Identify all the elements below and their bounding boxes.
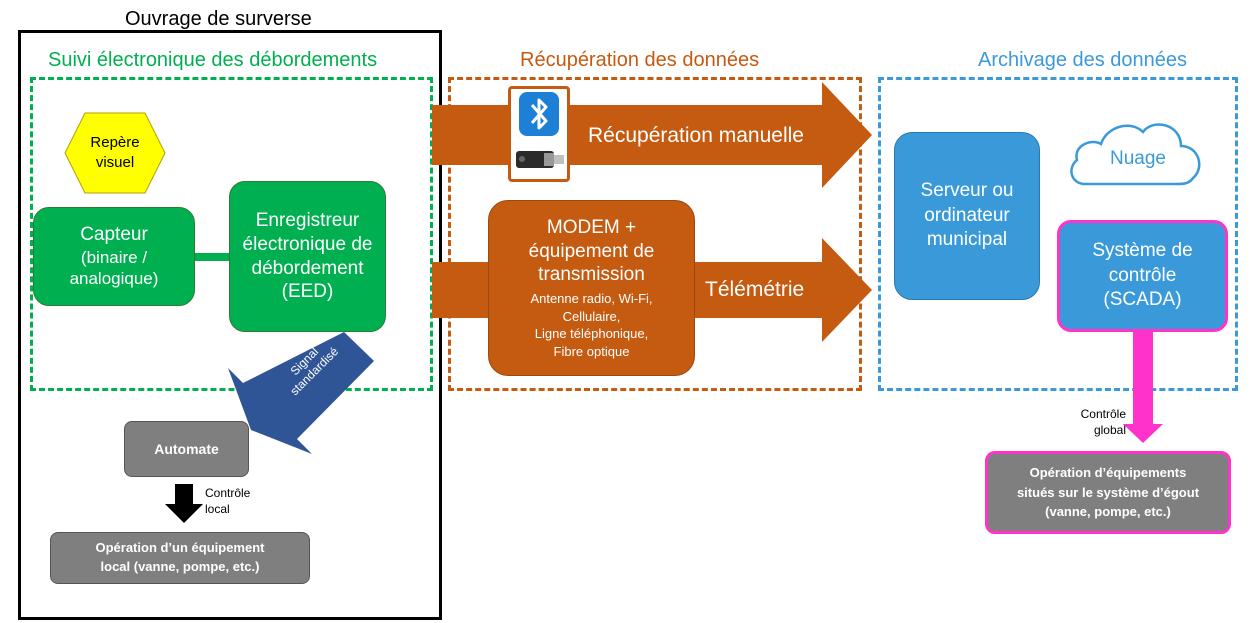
telemetrie-label: Télémétrie [705, 278, 805, 301]
controle-local-label: Contrôle local [205, 486, 251, 516]
archivage-title: Archivage des données [978, 49, 1188, 71]
modem-node: MODEM + équipement de transmission Anten… [488, 200, 695, 376]
archivage-region [878, 77, 1238, 391]
operation-locale-node: Opération d’un équipement local (vanne, … [50, 532, 310, 584]
scada-node: Système de contrôle (SCADA) [1057, 220, 1228, 332]
cloud-icon [1070, 123, 1201, 186]
capteur-title: Capteur [80, 224, 148, 246]
recuperation-title: Récupération des données [520, 49, 760, 71]
eed-node: Enregistreur électronique de débordement… [229, 181, 386, 332]
signal-standardise-arrow [228, 332, 374, 454]
suivi-region [30, 77, 433, 391]
bluetooth-icon [519, 92, 559, 136]
repere-hexagon-icon [64, 112, 166, 194]
usb-key-icon [516, 151, 564, 168]
modem-media: Antenne radio, Wi-Fi, Cellulaire, Ligne … [530, 291, 653, 359]
serveur-node: Serveur ou ordinateur municipal [894, 132, 1040, 300]
controle-local-arrow [165, 484, 203, 523]
controle-global-label: Contrôle global [1080, 407, 1126, 438]
suivi-title: Suivi électronique des débordements [48, 49, 378, 71]
repere-visuel-label: Repère visuel [90, 133, 140, 171]
ouvrage-title: Ouvrage de surverse [125, 8, 312, 30]
automate-node: Automate [124, 421, 249, 477]
controle-global-arrow [1123, 328, 1163, 443]
capteur-node: Capteur (binaire / analogique) [33, 207, 195, 306]
recuperation-region [448, 77, 862, 391]
modem-title: MODEM + équipement de transmission [528, 216, 655, 286]
capteur-subtitle: (binaire / analogique) [69, 248, 159, 289]
nuage-label: Nuage [1110, 148, 1166, 169]
ouvrage-de-surverse-box [18, 30, 442, 620]
operation-egout-node: Opération d’équipements situés sur le sy… [985, 451, 1231, 534]
recuperation-manuelle-label: Récupération manuelle [588, 124, 804, 147]
